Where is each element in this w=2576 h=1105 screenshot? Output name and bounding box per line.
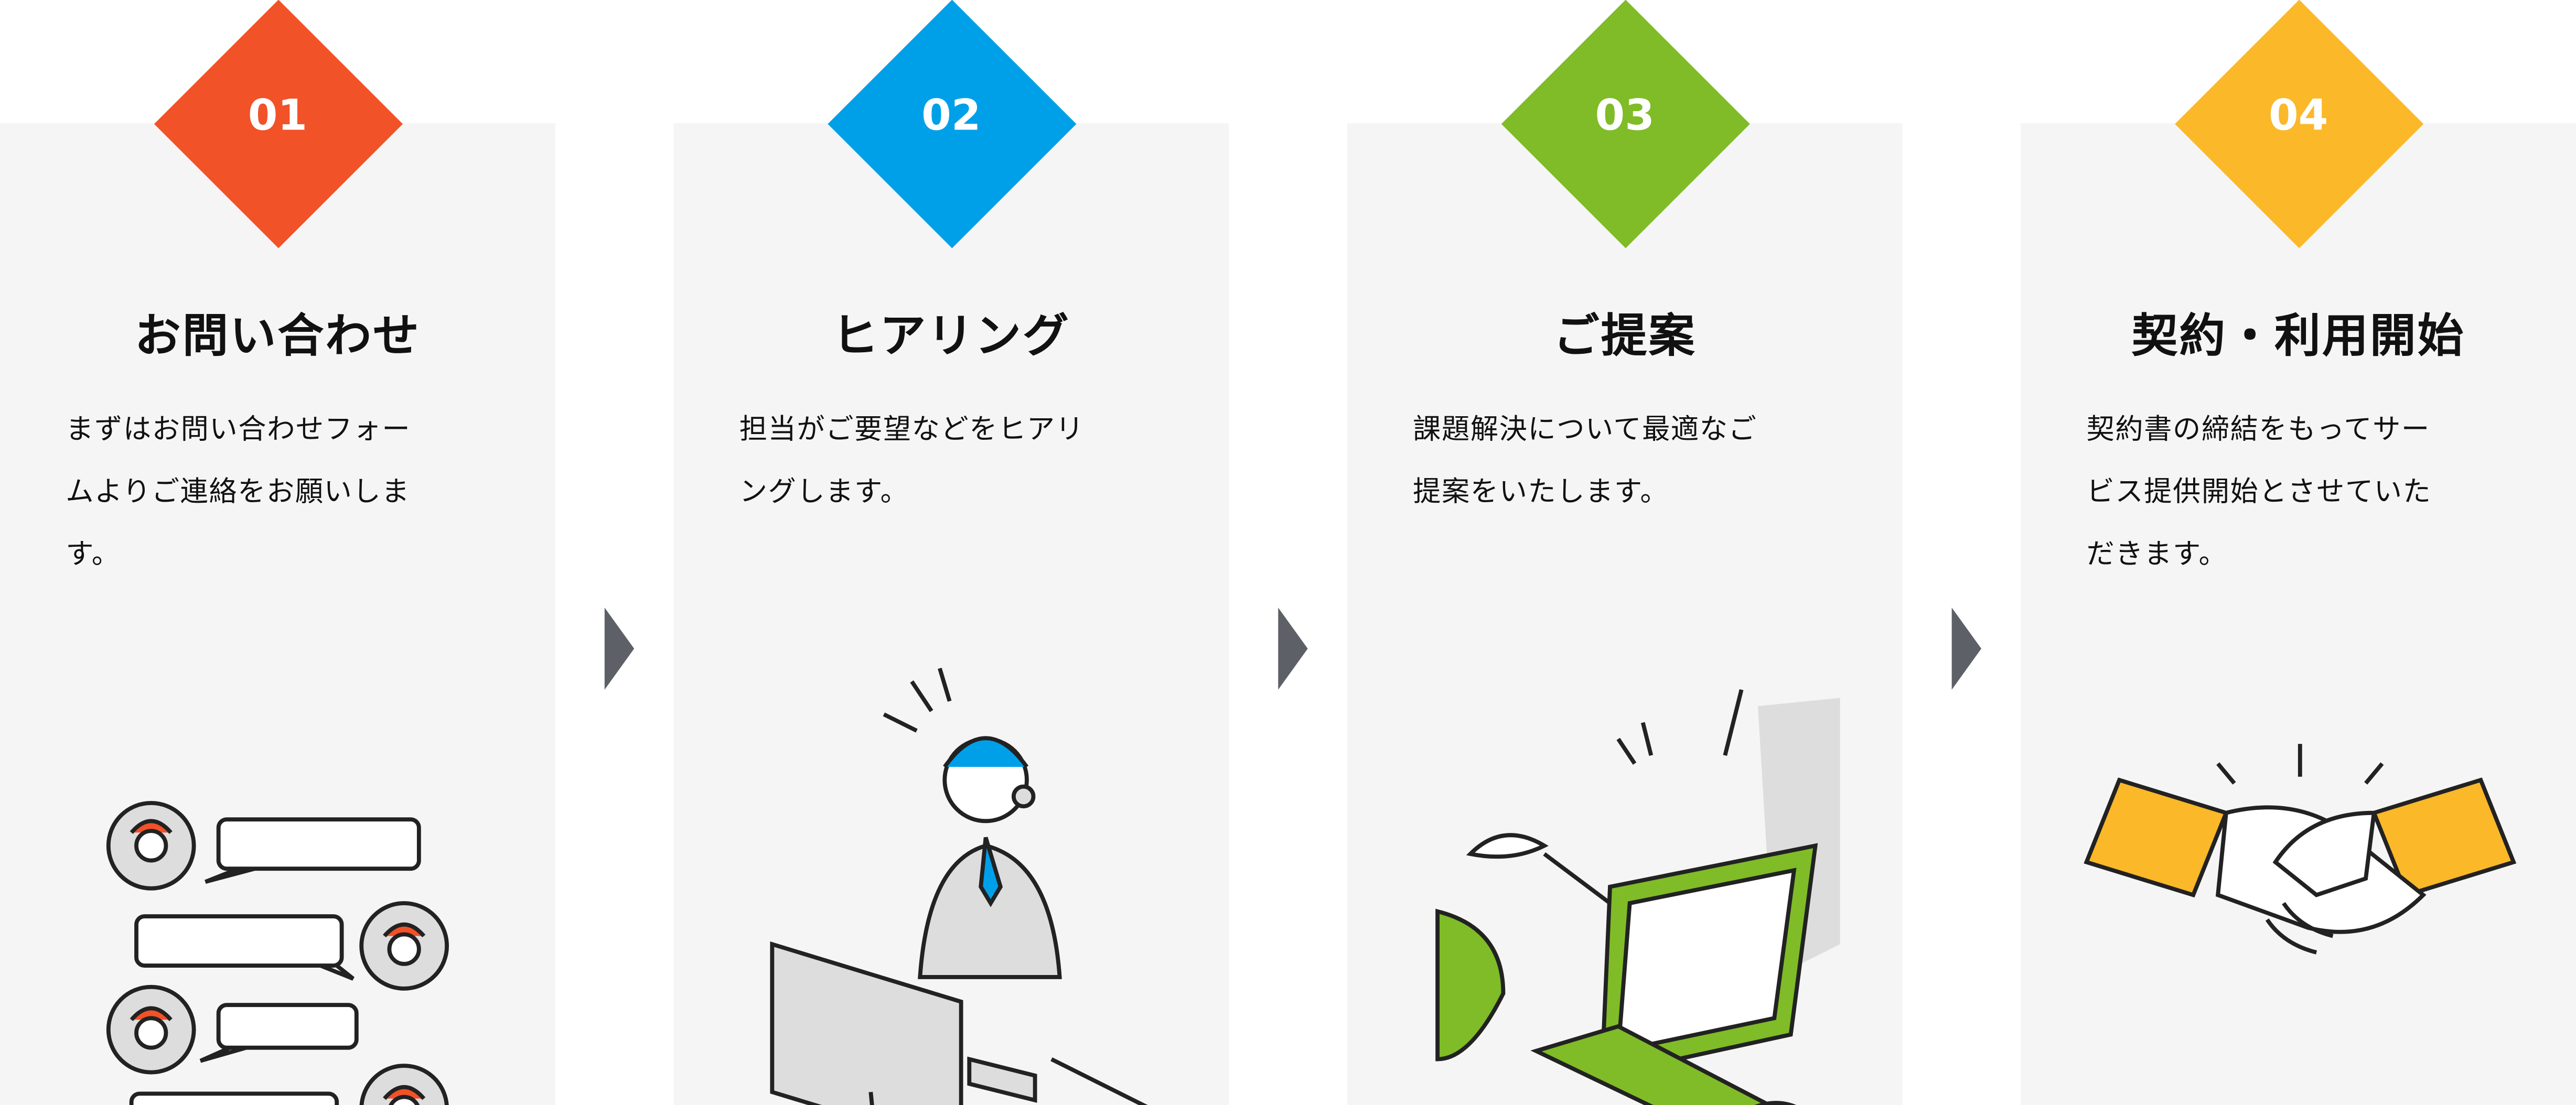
- next-arrow-icon: [1951, 608, 1982, 690]
- step-card-3: 03 ご提案 課題解決について最適なご 提案をいたします。: [1347, 0, 1903, 1105]
- description-line: ムよりご連絡をお願いしま: [66, 476, 411, 510]
- step-description: 契約書の締結をもってサー ビス提供開始とさせていた だきます。: [2087, 399, 2530, 586]
- step-description: 担当がご要望などをヒアリ ングします。: [739, 399, 1183, 524]
- step-card-2: 02 ヒアリング 担当がご要望などをヒアリ ングします。: [673, 0, 1229, 1105]
- description-line: だきます。: [2086, 538, 2228, 572]
- handshake-illustration: [2084, 744, 2517, 955]
- step-number: 03: [1595, 92, 1655, 142]
- next-arrow-icon: [1278, 608, 1308, 690]
- step-number: 01: [248, 92, 308, 142]
- description-line: 担当がご要望などをヒアリ: [739, 414, 1085, 447]
- description-line: 課題解決について最適なご: [1413, 414, 1757, 447]
- step-number: 02: [921, 92, 981, 142]
- step-title: お問い合わせ: [134, 308, 421, 363]
- step-title: ご提案: [1553, 308, 1697, 363]
- laptop-proposal-illustration: [1435, 689, 1840, 1105]
- step-title: 契約・利用開始: [2131, 308, 2465, 363]
- step-title: ヒアリング: [832, 308, 1070, 363]
- description-line: す。: [66, 538, 121, 572]
- step-card-4: 04 契約・利用開始 契約書の締結をもってサー ビス提供開始とさせていた だきま…: [2021, 0, 2576, 1105]
- operator-illustration: [770, 667, 1148, 1105]
- chat-contacts-illustration: [106, 800, 449, 1105]
- next-arrow-icon: [604, 608, 635, 690]
- description-line: ングします。: [739, 476, 909, 510]
- step-card-1: 01 お問い合わせ まずはお問い合わせフォー ムよりご連絡をお願いしま す。: [0, 0, 555, 1105]
- description-line: ビス提供開始とさせていた: [2086, 476, 2432, 510]
- step-description: 課題解決について最適なご 提案をいたします。: [1413, 399, 1856, 524]
- description-line: 提案をいたします。: [1413, 476, 1669, 510]
- step-number: 04: [2268, 92, 2328, 142]
- step-description: まずはお問い合わせフォー ムよりご連絡をお願いしま す。: [66, 399, 509, 586]
- description-line: 契約書の締結をもってサー: [2086, 414, 2430, 447]
- description-line: まずはお問い合わせフォー: [66, 414, 411, 447]
